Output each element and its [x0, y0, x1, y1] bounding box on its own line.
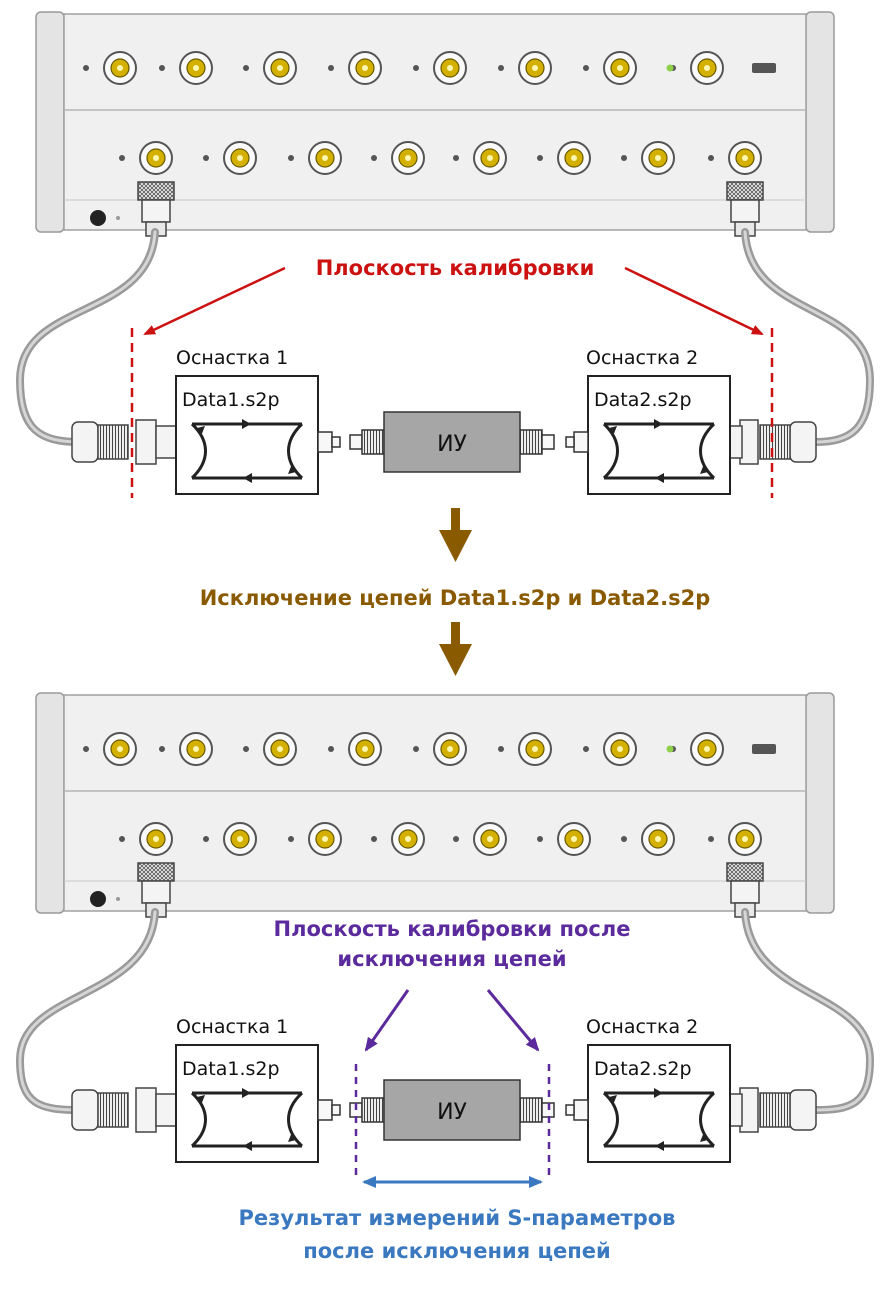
top-fixture-1-file: Data1.s2p	[182, 389, 280, 411]
bottom-cable-connector-left	[71, 1087, 177, 1133]
top-calibration-planes	[130, 328, 774, 498]
bottom-analyzer-port-upper-6	[498, 732, 552, 766]
top-cable-connector-right	[729, 419, 817, 465]
bottom-dut-box	[383, 1079, 521, 1141]
top-cable-connector-left	[71, 419, 177, 465]
arrow-to-left-plane	[143, 266, 286, 336]
top-analyzer-port-upper-6	[498, 51, 552, 85]
step-arrow-down-2	[439, 622, 472, 676]
bottom-analyzer-port-lower-7	[621, 822, 675, 856]
top-fixture-2-name: Оснастка 2	[586, 347, 698, 369]
bottom-analyzer-cable-plug-1	[137, 862, 175, 918]
bottom-analyzer-port-upper-5	[413, 732, 467, 766]
top-analyzer-port-upper-8	[670, 51, 724, 85]
top-analyzer-port-upper-5	[413, 51, 467, 85]
top-fixture-2-connector	[565, 431, 589, 453]
top-analyzer-port-lower-6	[537, 141, 591, 175]
calibration-plane-label: Плоскость калибровки	[316, 256, 595, 280]
bottom-analyzer-port-lower-6	[537, 822, 591, 856]
bottom-fixture-2-connector	[565, 1099, 589, 1121]
top-analyzer-port-lower-5	[453, 141, 507, 175]
bottom-dut-label: ИУ	[437, 1100, 467, 1125]
step-arrows	[439, 508, 472, 676]
top-analyzer-port-lower-1	[119, 141, 173, 175]
bottom-fixture-1-file: Data1.s2p	[182, 1058, 280, 1080]
new-plane-arrows	[364, 989, 540, 1052]
top-fixture-1-connector	[317, 431, 341, 453]
top-dut-label: ИУ	[437, 432, 467, 457]
top-analyzer-port-upper-3	[243, 51, 297, 85]
arrow-to-new-plane-right	[486, 989, 540, 1052]
bottom-analyzer-power-button	[90, 891, 106, 907]
arrow-to-right-plane	[624, 266, 764, 336]
top-analyzer-usb-port	[752, 63, 776, 73]
bottom-analyzer-body	[63, 694, 807, 912]
top-analyzer-handle-left	[35, 11, 65, 233]
top-analyzer-status-led	[666, 64, 674, 72]
bottom-analyzer-port-upper-4	[328, 732, 382, 766]
bottom-analyzer-port-upper-3	[243, 732, 297, 766]
arrow-to-new-plane-left	[364, 989, 410, 1052]
analyzer-front-panel-bottom	[35, 692, 835, 918]
bottom-analyzer-port-lower-3	[288, 822, 342, 856]
top-analyzer-power-button	[90, 210, 106, 226]
top-fixture-1-name: Оснастка 1	[176, 347, 288, 369]
result-label-line1: Результат измерений S-параметров	[239, 1206, 676, 1230]
top-cables-inner	[18, 230, 872, 444]
new-calibration-planes	[354, 1064, 551, 1178]
top-fixture-1	[175, 375, 319, 495]
top-analyzer-port-upper-1	[83, 51, 137, 85]
top-analyzer-port-lower-7	[621, 141, 675, 175]
top-analyzer-port-lower-4	[371, 141, 425, 175]
top-dut-connector-right	[519, 429, 555, 455]
top-dut-connector-left	[349, 429, 385, 455]
top-analyzer-port-lower-3	[288, 141, 342, 175]
bottom-fixture-2	[587, 1044, 731, 1163]
bottom-analyzer-handle-left	[35, 692, 65, 914]
new-plane-label-line2: исключения цепей	[337, 947, 566, 971]
top-analyzer-port-upper-4	[328, 51, 382, 85]
top-analyzer-handle-right	[805, 11, 835, 233]
top-analyzer-port-upper-7	[583, 51, 637, 85]
bottom-fixture-1-connector	[317, 1099, 341, 1121]
new-plane-label-line1: Плоскость калибровки после	[274, 917, 631, 941]
top-analyzer-port-upper-2	[159, 51, 213, 85]
exclusion-step-label: Исключение цепей Data1.s2p и Data2.s2p	[200, 586, 711, 610]
bottom-fixture-1-name: Оснастка 1	[176, 1016, 288, 1038]
bottom-cable-connector-right	[729, 1087, 817, 1133]
result-label-line2: после исключения цепей	[303, 1239, 610, 1263]
bottom-analyzer-port-lower-4	[371, 822, 425, 856]
bottom-analyzer-usb-port	[752, 744, 776, 754]
bottom-fixture-1	[175, 1044, 319, 1163]
bottom-cable-right	[741, 908, 875, 1114]
top-fixture-2-file: Data2.s2p	[594, 389, 692, 411]
bottom-analyzer-port-lower-2	[203, 822, 257, 856]
bottom-analyzer-handle-right	[805, 692, 835, 914]
top-analyzer-port-lower-8	[708, 141, 762, 175]
top-analyzer-body	[63, 13, 807, 231]
bottom-analyzer-port-lower-5	[453, 822, 507, 856]
analyzer-front-panel-top	[35, 11, 835, 237]
bottom-analyzer-port-upper-8	[670, 732, 724, 766]
bottom-cable-left	[15, 908, 159, 1114]
bottom-fixture-2-file: Data2.s2p	[594, 1058, 692, 1080]
step-arrow-down-1	[439, 508, 472, 562]
bottom-analyzer-port-lower-1	[119, 822, 173, 856]
top-calibration-arrows	[143, 266, 764, 336]
bottom-analyzer-port-upper-2	[159, 732, 213, 766]
top-analyzer-port-lower-2	[203, 141, 257, 175]
bottom-analyzer-port-lower-8	[708, 822, 762, 856]
bottom-fixture-2-name: Оснастка 2	[586, 1016, 698, 1038]
top-dut-box	[383, 411, 521, 473]
bottom-analyzer-port-upper-1	[83, 732, 137, 766]
bottom-analyzer-status-led	[666, 745, 674, 753]
bottom-analyzer-port-upper-7	[583, 732, 637, 766]
